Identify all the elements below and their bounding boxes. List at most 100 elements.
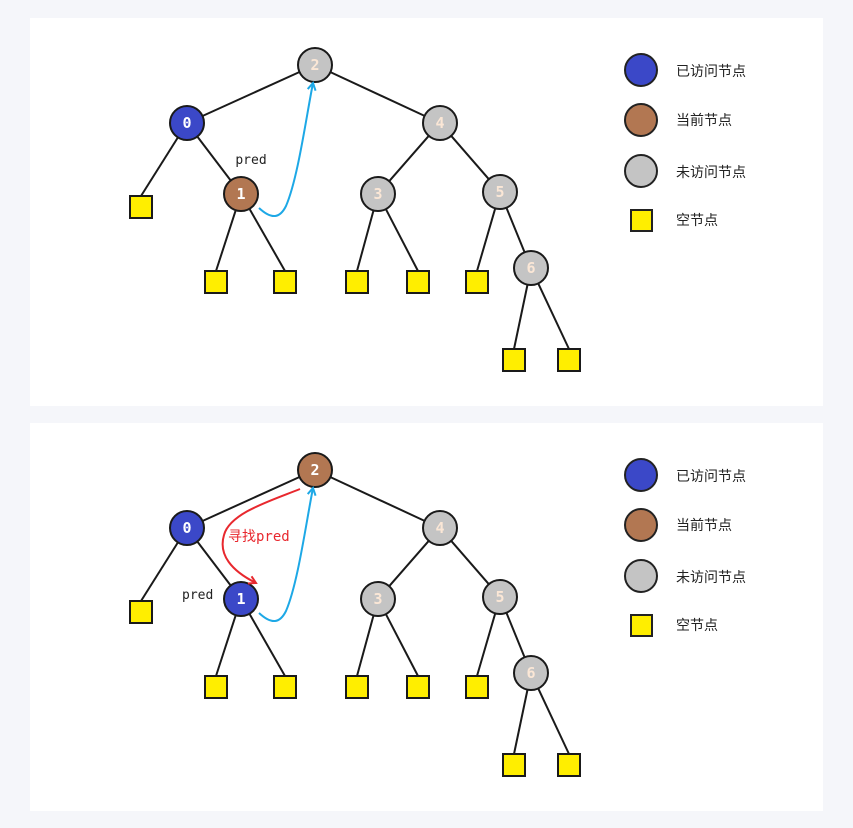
- pred-label: pred: [182, 588, 213, 603]
- legend-item-visited: 已访问节点: [624, 457, 804, 493]
- thread-arrow: [258, 488, 313, 622]
- legend-swatch-visited: [624, 458, 658, 492]
- legend-item-null: 空节点: [624, 609, 804, 645]
- tree-node-3: [360, 581, 396, 617]
- null-node: [345, 270, 369, 294]
- tree-edge: [329, 71, 426, 117]
- null-node: [273, 675, 297, 699]
- tree-node-label: 6: [526, 664, 535, 682]
- tree-edge: [450, 540, 490, 585]
- tree-edge: [196, 540, 232, 587]
- null-node: [345, 675, 369, 699]
- tree-node-6: [513, 655, 549, 691]
- binary-tree-diagram: 2 0 4 1 3 5 6 pred 寻找pred: [129, 452, 581, 777]
- legend-swatch-null: [630, 209, 653, 232]
- thread-arrow: [258, 83, 313, 217]
- null-node: [406, 270, 430, 294]
- tree-edge: [356, 210, 375, 272]
- tree-edge: [476, 613, 497, 677]
- null-node: [204, 675, 228, 699]
- tree-node-1: [223, 176, 259, 212]
- legend-swatch-unvisited: [624, 154, 658, 188]
- tree-edge: [356, 615, 375, 677]
- tree-edge: [450, 135, 490, 180]
- null-node: [465, 675, 489, 699]
- tree-node-0: [169, 510, 205, 546]
- tree-node-label: 3: [373, 185, 382, 203]
- tree-edge: [384, 208, 419, 272]
- tree-edge: [388, 540, 430, 587]
- tree-edge: [384, 613, 419, 677]
- null-node: [204, 270, 228, 294]
- find-pred-label: 寻找pred: [228, 529, 290, 545]
- tree-edge: [537, 687, 570, 755]
- legend-swatch-visited: [624, 53, 658, 87]
- tree-edge: [505, 612, 526, 658]
- null-node: [465, 270, 489, 294]
- legend-item-current: 当前节点: [624, 507, 804, 543]
- legend-swatch-null: [630, 614, 653, 637]
- tree-edge: [215, 614, 237, 677]
- legend-label-current: 当前节点: [676, 518, 732, 534]
- null-node: [557, 348, 581, 372]
- tree-node-label: 4: [435, 114, 444, 132]
- legend-item-current: 当前节点: [624, 102, 804, 138]
- null-node: [406, 675, 430, 699]
- null-node: [273, 270, 297, 294]
- tree-edge: [537, 282, 570, 350]
- tree-edge: [202, 476, 300, 522]
- binary-tree-diagram: 2 0 4 1 3 5 6 pred: [129, 47, 581, 372]
- legend-swatch-current: [624, 508, 658, 542]
- tree-node-label: 1: [236, 185, 245, 203]
- legend-item-visited: 已访问节点: [624, 52, 804, 88]
- tree-node-label: 0: [182, 519, 191, 537]
- tree-node-4: [422, 105, 458, 141]
- legend: 已访问节点 当前节点 未访问节点 空节点: [624, 52, 804, 252]
- tree-edge: [196, 135, 232, 182]
- tree-node-1: [223, 581, 259, 617]
- legend-item-unvisited: 未访问节点: [624, 558, 804, 594]
- tree-node-label: 2: [310, 56, 319, 74]
- tree-edge: [329, 476, 426, 522]
- diagram-panel-bottom: 2 0 4 1 3 5 6 pred 寻找pred 已访问节点 当前节点 未访问节点 空节点: [30, 423, 823, 811]
- tree-node-0: [169, 105, 205, 141]
- tree-node-6: [513, 250, 549, 286]
- legend-label-null: 空节点: [676, 618, 718, 634]
- tree-node-label: 6: [526, 259, 535, 277]
- legend-item-null: 空节点: [624, 204, 804, 240]
- tree-node-label: 5: [495, 588, 504, 606]
- legend-label-visited: 已访问节点: [676, 469, 746, 485]
- pred-label: pred: [235, 153, 266, 168]
- legend-label-visited: 已访问节点: [676, 64, 746, 80]
- tree-edge: [140, 136, 179, 197]
- null-node: [129, 600, 153, 624]
- tree-edge: [505, 207, 526, 253]
- tree-node-3: [360, 176, 396, 212]
- tree-edge: [513, 689, 529, 755]
- legend-swatch-current: [624, 103, 658, 137]
- null-node: [129, 195, 153, 219]
- tree-edge: [388, 135, 430, 182]
- null-node: [557, 753, 581, 777]
- legend-label-null: 空节点: [676, 213, 718, 229]
- tree-edge: [215, 209, 237, 272]
- find-pred-arrow: [221, 488, 301, 583]
- null-node: [502, 753, 526, 777]
- tree-node-label: 5: [495, 183, 504, 201]
- legend-label-unvisited: 未访问节点: [676, 570, 746, 586]
- tree-edge: [202, 71, 300, 117]
- diagram-panel-top: 2 0 4 1 3 5 6 pred 已访问节点 当前节点 未访问节点 空节点: [30, 18, 823, 406]
- tree-node-label: 0: [182, 114, 191, 132]
- tree-edge: [476, 208, 497, 272]
- tree-edge: [140, 541, 179, 602]
- tree-edge: [248, 613, 286, 677]
- tree-node-5: [482, 174, 518, 210]
- tree-node-label: 2: [310, 461, 319, 479]
- legend-label-unvisited: 未访问节点: [676, 165, 746, 181]
- tree-node-label: 3: [373, 590, 382, 608]
- null-node: [502, 348, 526, 372]
- tree-node-label: 1: [236, 590, 245, 608]
- legend-swatch-unvisited: [624, 559, 658, 593]
- tree-node-label: 4: [435, 519, 444, 537]
- tree-edge: [513, 284, 529, 350]
